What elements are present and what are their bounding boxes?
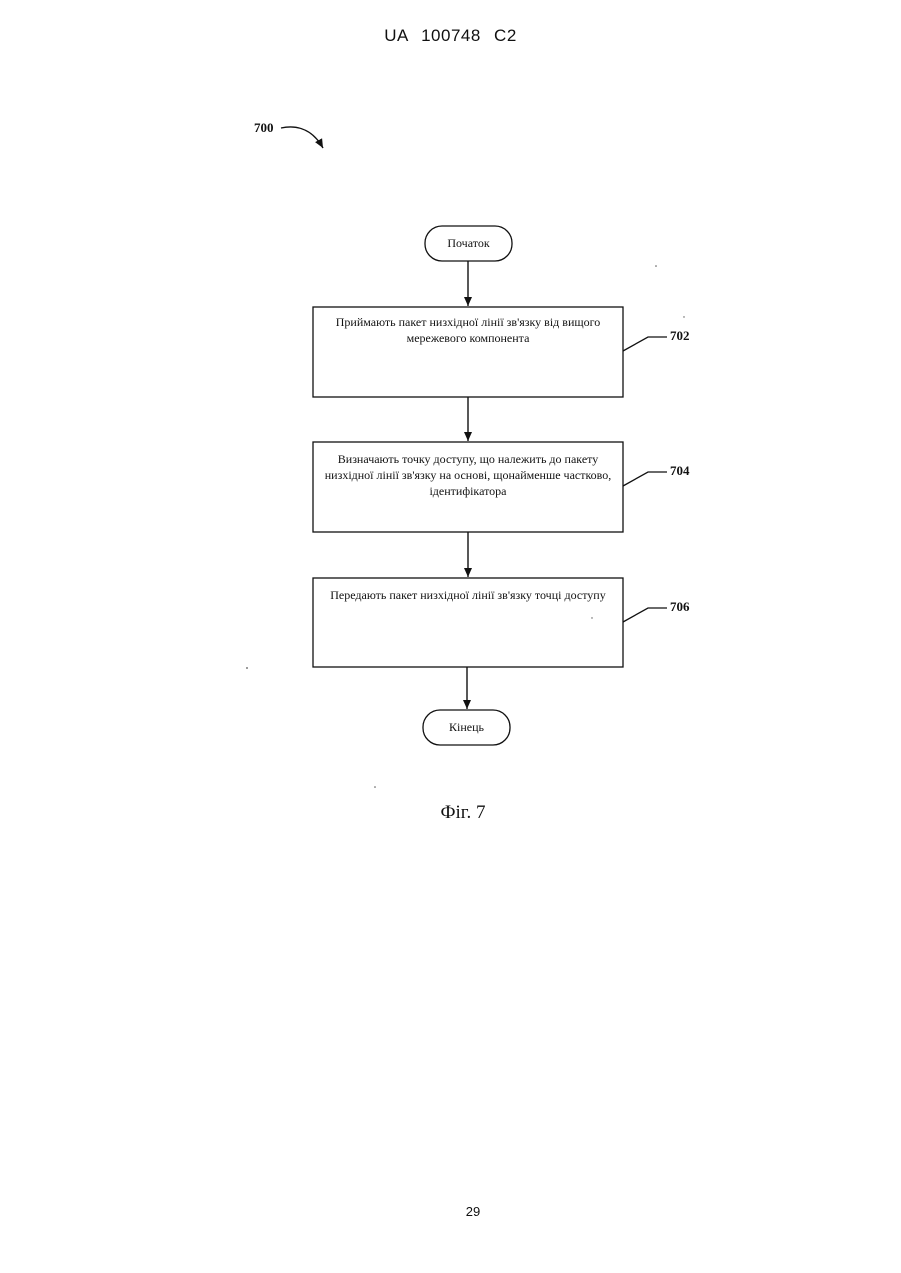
step-ref-702: 702 [670, 328, 690, 344]
step-ref-706: 706 [670, 599, 690, 615]
figure-reference-arrow [281, 127, 323, 148]
step-text-702: Приймають пакет низхідної лінії зв'язку … [323, 314, 613, 346]
step-ref-704: 704 [670, 463, 690, 479]
end-label: Кінець [423, 720, 510, 734]
scan-speck [591, 617, 592, 618]
figure-caption: Фіг. 7 [0, 802, 901, 824]
scan-speck [683, 316, 684, 317]
scan-speck [374, 786, 376, 788]
step-text-704: Визначають точку доступу, що належить до… [316, 451, 620, 499]
step-text-706: Передають пакет низхідної лінії зв'язку … [313, 587, 623, 603]
scan-speck [655, 265, 657, 267]
leader-line-702 [623, 337, 667, 351]
leader-line-704 [623, 472, 667, 486]
figure-reference-label: 700 [254, 120, 274, 136]
leader-line-706 [623, 608, 667, 622]
scan-speck [246, 667, 248, 669]
page-number: 29 [0, 1204, 901, 1219]
start-label: Початок [425, 236, 512, 250]
